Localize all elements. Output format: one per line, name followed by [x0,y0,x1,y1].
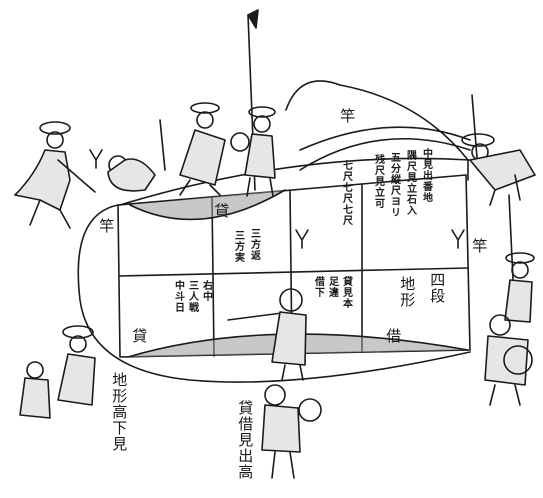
cell-text-top-right-3: 五分縦尺ヨリ [388,152,400,218]
cell-text-mid-1: 三方返 [248,228,260,261]
cell-text-bottom-mid-2: 足違 [326,276,338,298]
cell-text-top-right-4: 残尺見立可 [372,154,384,209]
figure-pole-holder [230,106,276,197]
figure-crouching [107,155,156,192]
figure-right-standing [504,252,535,323]
fork-mark-right [451,229,465,249]
figure-bottom-center-back [261,384,322,479]
caption-left: 地形高下見 [110,372,129,452]
cell-text-bottom-left-1: 右中 [200,280,212,302]
label-shaku-bottom: 貸 [130,328,149,344]
cell-text-bottom-mid-3: 借下 [312,276,324,298]
figure-left-walker [14,121,96,229]
pole-1-flag [247,9,259,29]
label-kan-top: 竿 [338,108,357,124]
cell-text-bottom-left-3: 中斗日 [172,280,184,313]
pole-2 [471,94,479,171]
figure-bottom-left-pair [19,325,96,419]
fork-mark-top [89,149,103,169]
cell-text-bottom-right-2: 地形 [398,276,417,308]
cell-text-top-mid: 七尺七尺七尺 [340,160,352,226]
caption-bottom: 貸借見出高 [236,400,255,480]
cell-text-top-right-1: 中見出番地 [420,148,432,203]
figure-top-center [159,102,226,196]
cell-text-bottom-left-2: 三人戦 [186,280,198,313]
plot-outline [117,174,471,358]
plot-divider-v3 [211,197,215,357]
cell-text-bottom-mid-1: 貸見本 [340,276,352,309]
plot-divider-h [119,267,469,277]
cell-text-mid-2: 三方実 [232,230,244,263]
cell-text-bottom-right-1: 四段 [428,272,447,304]
rope-loop-top [285,80,469,181]
figure-right-bending [461,133,536,206]
figure-right-bundle [484,314,533,406]
fork-mark-center [295,229,309,249]
cell-text-top-right-2: 隅尺見立石入 [404,150,416,216]
arc-top [129,189,286,221]
rope-diag-2 [299,126,471,151]
label-kan-left: 竿 [97,218,116,234]
label-shaku-top: 貸 [212,203,231,219]
label-shaku-right: 借 [384,328,403,344]
rope-loop-left [77,204,471,383]
figure-center-sighting [227,288,307,381]
label-kan-right: 竿 [470,238,489,254]
rope-diag-1 [119,157,471,206]
rope-diag-3 [299,137,471,171]
